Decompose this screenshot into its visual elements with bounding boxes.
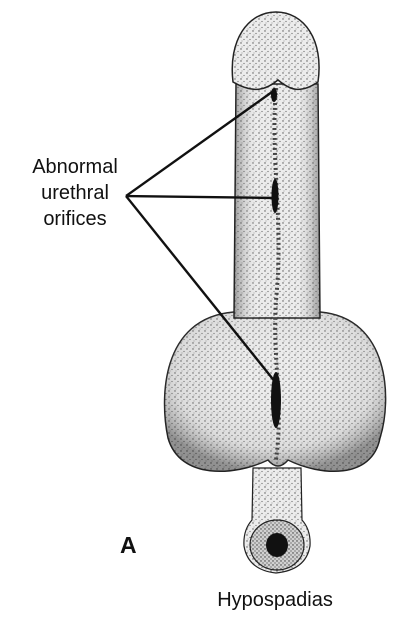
figure-caption: Hypospadias	[190, 589, 360, 612]
panel-letter: A	[120, 532, 137, 559]
callout-line: Abnormal	[10, 154, 140, 180]
perineum	[244, 468, 310, 573]
callout-label: Abnormal urethral orifices	[10, 154, 140, 232]
glans	[232, 12, 319, 89]
callout-line: orifices	[10, 206, 140, 232]
callout-line: urethral	[10, 180, 140, 206]
orifice-penile	[272, 179, 279, 213]
orifice-glanular	[271, 88, 277, 102]
